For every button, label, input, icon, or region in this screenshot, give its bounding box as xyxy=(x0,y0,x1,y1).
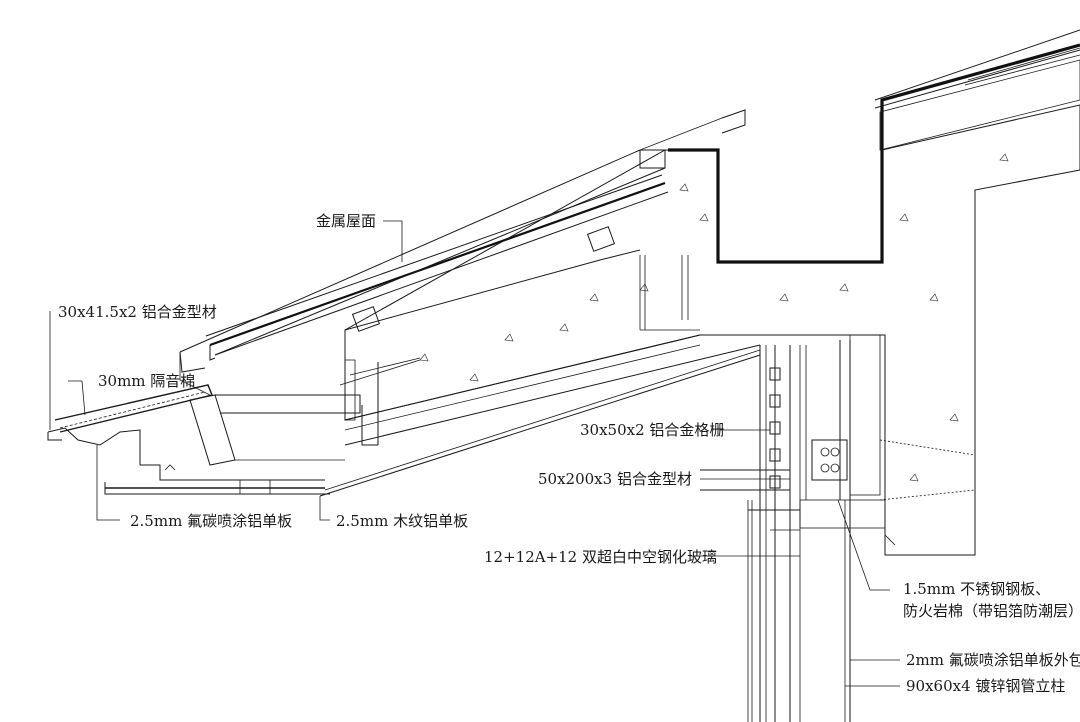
upper-roof-layers xyxy=(874,29,1080,151)
aggregate-marks xyxy=(419,153,1009,482)
label-steel-plate-2: 防火岩棉（带铝箔防潮层） xyxy=(903,602,1080,620)
soffit-assembly xyxy=(319,249,761,497)
label-cladding: 2mm 氟碳喷涂铝单板外包 xyxy=(906,651,1080,669)
label-sound-wool: 30mm 隔音棉 xyxy=(98,372,195,390)
gutter-membrane xyxy=(668,43,1080,264)
label-al-profile-50: 50x200x3 铝合金型材 xyxy=(538,470,692,488)
leader-lines xyxy=(49,220,900,687)
sloped-roof xyxy=(179,109,746,373)
label-metal-roof: 金属屋面 xyxy=(316,212,376,230)
label-al-profile-30: 30x41.5x2 铝合金型材 xyxy=(58,303,217,321)
label-fluoro-panel: 2.5mm 氟碳喷涂铝单板 xyxy=(130,512,292,530)
label-wood-panel: 2.5mm 木纹铝单板 xyxy=(336,512,468,530)
curtain-wall xyxy=(700,334,976,722)
label-steel-column: 90x60x4 镀锌钢管立柱 xyxy=(906,677,1065,695)
label-al-grille: 30x50x2 铝合金格栅 xyxy=(580,421,724,439)
eave-assembly xyxy=(47,352,361,495)
label-steel-plate-1: 1.5mm 不锈钢钢板、 xyxy=(903,580,1050,598)
concrete-mass xyxy=(344,104,1080,556)
label-glass: 12+12A+12 双超白中空钢化玻璃 xyxy=(484,548,717,566)
